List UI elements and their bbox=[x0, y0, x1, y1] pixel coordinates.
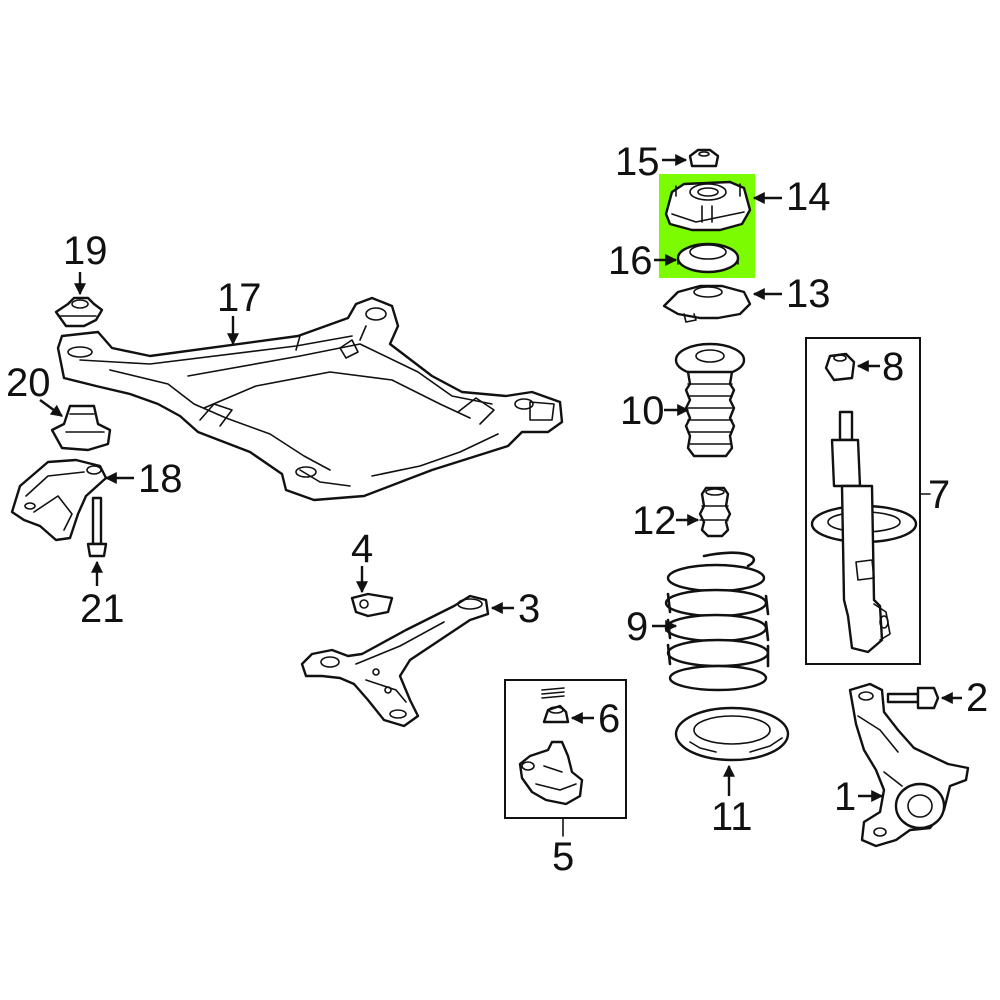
callout-3: 3 bbox=[518, 587, 540, 631]
bearing-part-16[interactable] bbox=[676, 242, 740, 274]
callout-17: 17 bbox=[217, 276, 262, 320]
subframe-part-17[interactable] bbox=[56, 296, 564, 502]
coil-spring-part-9[interactable] bbox=[664, 551, 770, 692]
callout-10: 10 bbox=[620, 389, 665, 433]
strut-part-7[interactable] bbox=[810, 410, 918, 654]
callout-9: 9 bbox=[626, 605, 648, 649]
callout-4: 4 bbox=[351, 527, 373, 571]
nut-part-8[interactable] bbox=[824, 352, 856, 382]
callout-11: 11 bbox=[711, 795, 753, 839]
callout-6: 6 bbox=[598, 697, 620, 741]
bump-stop-part-12[interactable] bbox=[698, 486, 732, 538]
spring-seat-part-13[interactable] bbox=[662, 284, 752, 323]
callout-15: 15 bbox=[615, 140, 660, 184]
callout-7: 7 bbox=[928, 473, 950, 517]
callout-21: 21 bbox=[80, 587, 125, 631]
callout-20: 20 bbox=[6, 361, 51, 405]
callout-8: 8 bbox=[882, 345, 904, 389]
callout-2: 2 bbox=[966, 676, 988, 720]
callout-1: 1 bbox=[834, 775, 856, 819]
callout-19: 19 bbox=[63, 229, 108, 273]
cushion-part-19[interactable] bbox=[54, 296, 104, 328]
nut-part-15[interactable] bbox=[688, 148, 720, 168]
boot-part-6[interactable] bbox=[542, 704, 570, 724]
bolt-part-21[interactable] bbox=[86, 496, 108, 558]
bracket-part-18[interactable] bbox=[10, 458, 108, 542]
callout-12: 12 bbox=[632, 499, 677, 543]
ball-joint-group-box bbox=[504, 679, 627, 819]
steering-knuckle-part-1[interactable] bbox=[848, 682, 970, 848]
dust-boot-part-10[interactable] bbox=[674, 342, 746, 458]
insulator-part-11[interactable] bbox=[674, 706, 790, 762]
callout-5: 5 bbox=[552, 835, 574, 879]
callout-14: 14 bbox=[786, 175, 831, 219]
callout-18: 18 bbox=[138, 457, 183, 501]
callout-13: 13 bbox=[786, 272, 831, 316]
bolt-part-2[interactable] bbox=[886, 686, 940, 710]
cushion-part-20[interactable] bbox=[50, 404, 112, 452]
ball-joint-part[interactable] bbox=[518, 740, 584, 806]
control-arm-part-3[interactable] bbox=[300, 594, 490, 728]
bushing-part-4[interactable] bbox=[350, 592, 394, 618]
strut-group-box bbox=[805, 337, 921, 665]
callout-16: 16 bbox=[608, 239, 653, 283]
strut-mount-part-14[interactable] bbox=[664, 180, 752, 232]
spring-clip-part[interactable] bbox=[541, 687, 565, 699]
